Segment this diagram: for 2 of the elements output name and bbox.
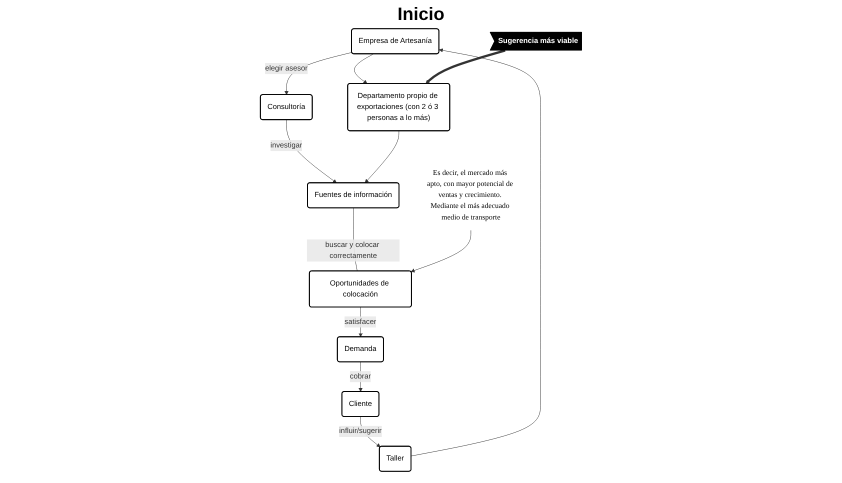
arrow (426, 49, 506, 84)
diagram-title: Inicio (396, 4, 446, 25)
